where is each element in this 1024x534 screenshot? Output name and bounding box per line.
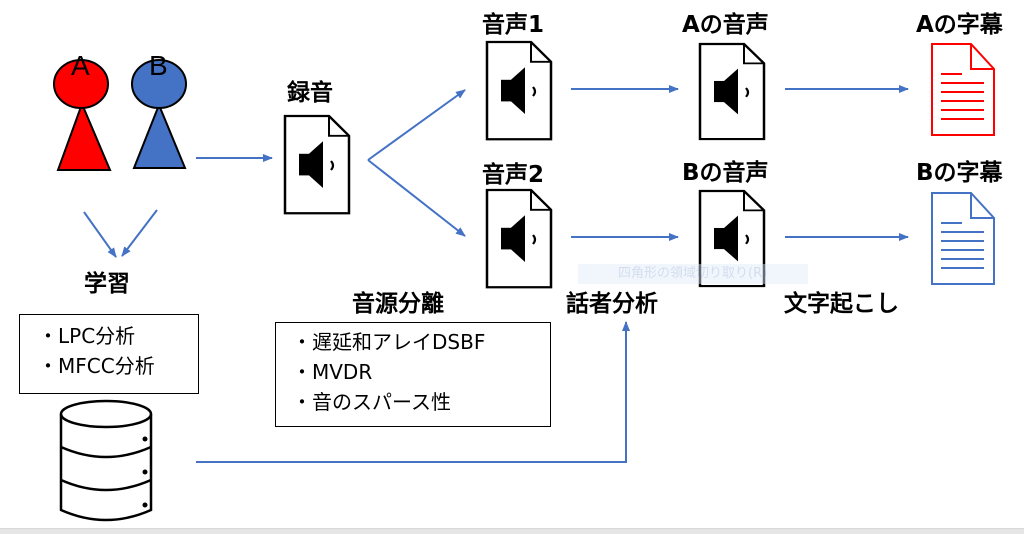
person-a-icon: [53, 59, 112, 171]
separation-method-item: ・MVDR: [292, 360, 373, 384]
caption-b-label: Bの字幕: [916, 160, 1003, 186]
ghost-tooltip: 四角形の領域切り取り(R): [578, 264, 808, 284]
learning-label: 学習: [84, 271, 130, 297]
learning-methods-box: ・LPC分析 ・MFCC分析: [19, 314, 199, 394]
arrow-db-to-speaker-analysis: [196, 321, 630, 463]
person-b-icon: [131, 59, 187, 169]
separation-method-item: ・音のスパース性: [292, 390, 451, 414]
speaker-a-label: A: [71, 50, 90, 81]
voice1-label: 音声1: [482, 12, 545, 38]
source-separation-label: 音源分離: [352, 291, 444, 317]
arrow-to-voice1: [367, 89, 466, 161]
voice-a-label: Aの音声: [682, 12, 769, 38]
voice2-file-icon: [485, 188, 553, 289]
database-icon: [59, 399, 153, 522]
learning-method-item: ・LPC分析: [38, 324, 136, 348]
bottom-bar: [0, 528, 1024, 534]
voice2-label: 音声2: [482, 162, 545, 188]
arrow-b-to-learning: [121, 209, 158, 257]
speaker-analysis-label: 話者分析: [566, 291, 658, 317]
caption-a-label: Aの字幕: [916, 12, 1003, 38]
separation-method-item: ・遅延和アレイDSBF: [292, 330, 486, 354]
arrow-to-voice2: [367, 159, 466, 237]
speaker-b-label: B: [149, 50, 168, 81]
learning-method-item: ・MFCC分析: [38, 354, 155, 378]
transcription-label: 文字起こし: [784, 291, 899, 317]
recording-label: 録音: [287, 80, 333, 106]
voice-a-file-icon: [698, 42, 766, 141]
voice-b-label: Bの音声: [682, 160, 769, 186]
caption-b-document-icon: [931, 192, 995, 285]
recording-file-icon: [283, 114, 351, 215]
arrow-a-to-learning: [83, 211, 117, 258]
voice1-file-icon: [485, 40, 553, 141]
separation-methods-box: ・遅延和アレイDSBF ・MVDR ・音のスパース性: [275, 322, 551, 427]
caption-a-document-icon: [931, 43, 995, 136]
